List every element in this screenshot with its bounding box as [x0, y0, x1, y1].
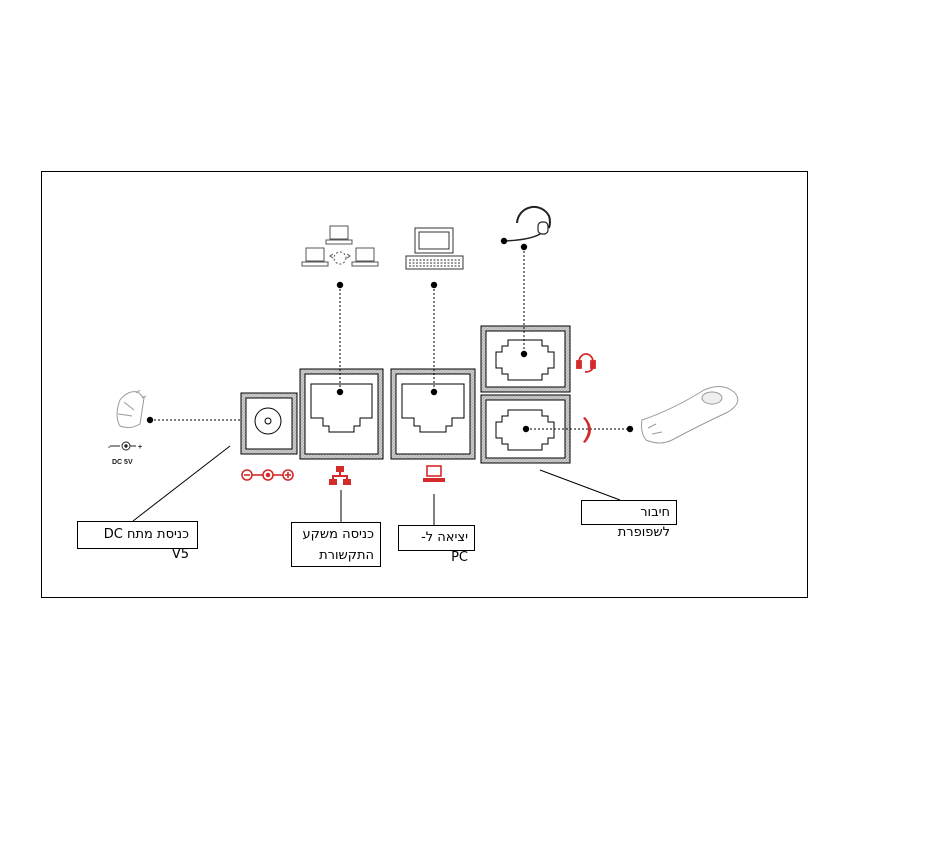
connector-dot	[430, 388, 438, 396]
connector-dot	[336, 388, 344, 396]
adapter-voltage-label: DC 5V	[112, 459, 133, 466]
handset-icon	[641, 386, 739, 444]
connector-dot	[520, 243, 528, 251]
pc-output-label: יציאה ל-PC	[398, 525, 475, 565]
connector-dot	[520, 350, 528, 358]
headset-port	[480, 325, 571, 393]
dc-power-port	[240, 392, 298, 455]
handset-symbol-icon	[583, 417, 591, 443]
dc-polarity-symbol-icon	[241, 469, 294, 481]
dc-polarity-icon	[110, 441, 136, 451]
network-computers-icon	[301, 225, 379, 267]
lan-symbol-icon	[329, 466, 351, 485]
headset-symbol-icon	[576, 353, 596, 373]
connector-dot	[146, 416, 154, 424]
dc-input-label: כניסת מתח DC V5	[77, 521, 198, 562]
connector-dot	[522, 425, 530, 433]
handset-leader-line	[539, 469, 621, 501]
headset-icon	[500, 206, 551, 245]
adapter-polarity-plus: +	[138, 444, 142, 451]
desktop-computer-icon	[405, 227, 464, 270]
network-input-label: כניסה משקע התקשורת	[291, 522, 381, 567]
pc-port	[390, 368, 476, 460]
connector-dot	[626, 425, 634, 433]
power-adapter-icon	[116, 389, 147, 429]
connector-dot	[336, 281, 344, 289]
adapter-polarity-minus: -	[108, 444, 111, 451]
connector-dot	[430, 281, 438, 289]
dc-leader-line	[132, 445, 231, 522]
pc-symbol-icon	[423, 465, 445, 482]
handset-label: חיבור לשפופרת	[581, 500, 677, 540]
network-port	[299, 368, 384, 460]
